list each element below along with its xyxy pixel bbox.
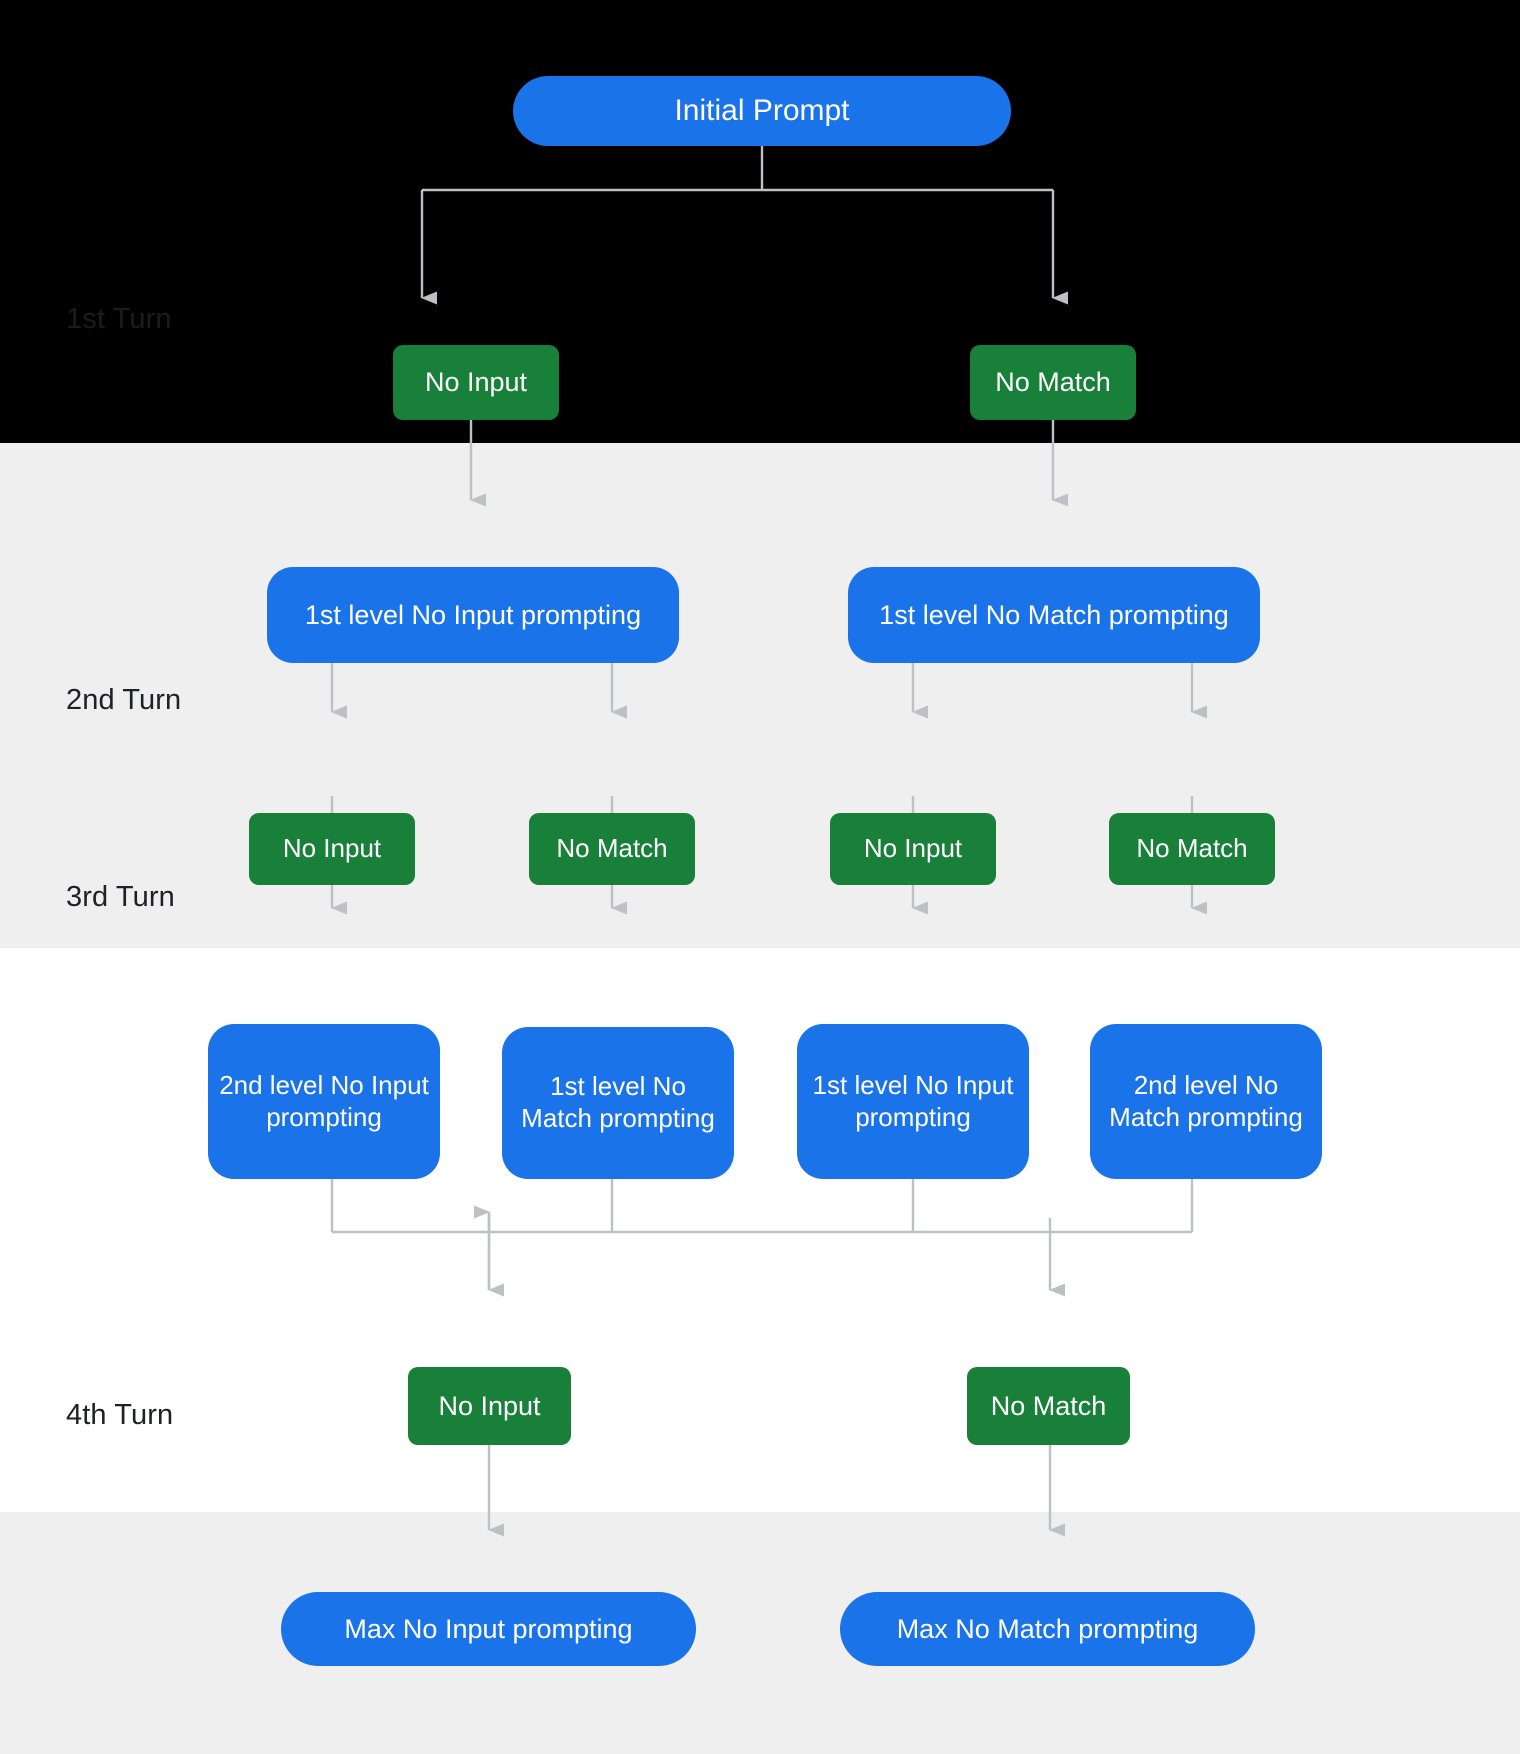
- node-2nd-turn-no-input-b[interactable]: No Input: [830, 813, 996, 885]
- band-4th-turn: [0, 1512, 1520, 1754]
- node-1st-turn-no-match[interactable]: No Match: [970, 345, 1136, 420]
- node-1st-level-no-input-prompting[interactable]: 1st level No Input prompting: [267, 567, 679, 663]
- node-2nd-level-no-match-prompting[interactable]: 2nd level No Match prompting: [1090, 1024, 1322, 1179]
- turn-label-3rd: 3rd Turn: [66, 881, 175, 913]
- node-max-no-input-prompting[interactable]: Max No Input prompting: [281, 1592, 696, 1666]
- node-1st-level-no-match-prompting-2[interactable]: 1st level No Match prompting: [502, 1027, 734, 1179]
- node-3rd-turn-no-input[interactable]: No Input: [408, 1367, 571, 1445]
- turn-label-4th: 4th Turn: [66, 1399, 174, 1431]
- node-1st-level-no-match-prompting[interactable]: 1st level No Match prompting: [848, 567, 1260, 663]
- node-2nd-turn-no-input-a[interactable]: No Input: [249, 813, 415, 885]
- node-3rd-turn-no-match[interactable]: No Match: [967, 1367, 1130, 1445]
- turn-label-1st: 1st Turn: [66, 303, 172, 335]
- band-2nd-turn: [0, 443, 1520, 948]
- node-2nd-turn-no-match-b[interactable]: No Match: [1109, 813, 1275, 885]
- node-2nd-turn-no-match-a[interactable]: No Match: [529, 813, 695, 885]
- node-1st-turn-no-input[interactable]: No Input: [393, 345, 559, 420]
- turn-label-2nd: 2nd Turn: [66, 684, 182, 716]
- node-max-no-match-prompting[interactable]: Max No Match prompting: [840, 1592, 1255, 1666]
- node-initial-prompt[interactable]: Initial Prompt: [513, 76, 1011, 146]
- node-1st-level-no-input-prompting-2[interactable]: 1st level No Input prompting: [797, 1024, 1029, 1179]
- band-1st-turn: [0, 0, 1520, 443]
- node-2nd-level-no-input-prompting[interactable]: 2nd level No Input prompting: [208, 1024, 440, 1179]
